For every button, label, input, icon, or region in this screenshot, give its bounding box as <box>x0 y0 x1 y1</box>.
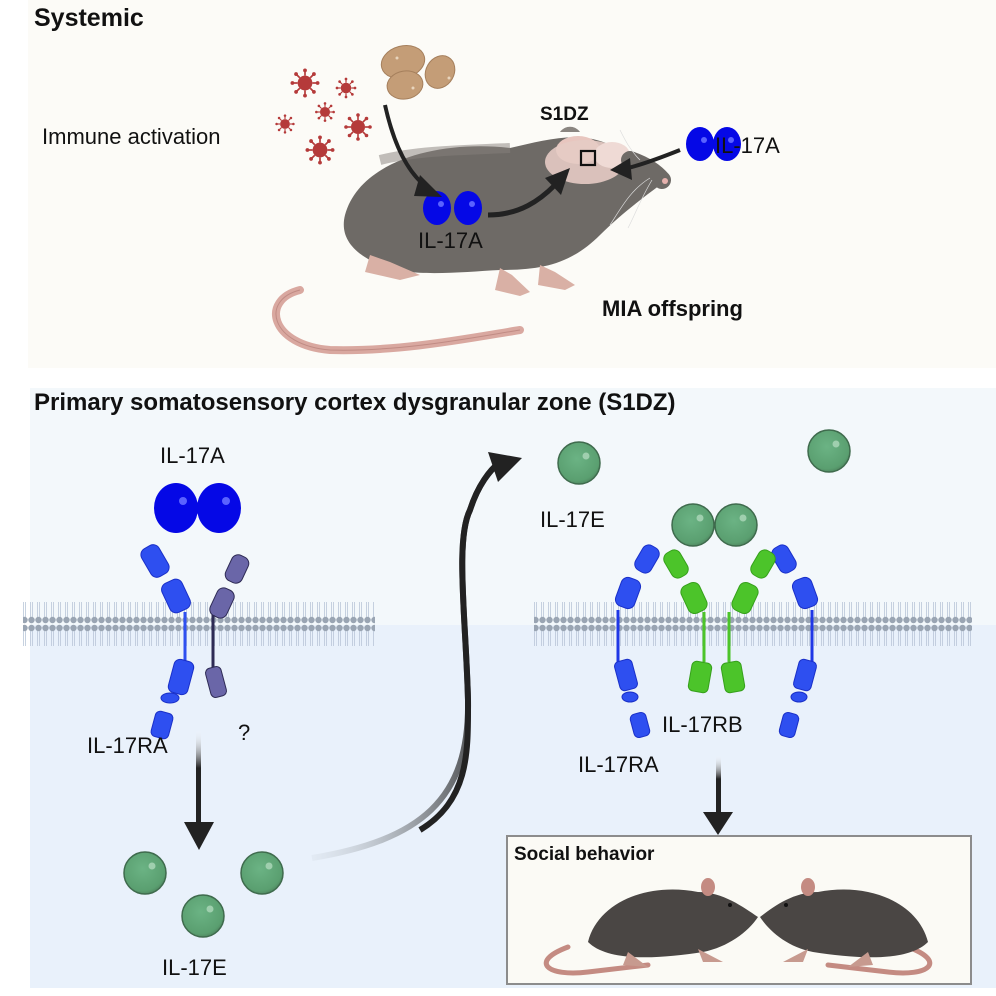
virus-icon <box>335 77 357 99</box>
immune-activation-label: Immune activation <box>42 124 221 149</box>
downregulation-arrow <box>196 730 201 825</box>
il17e-free <box>557 441 601 485</box>
cell-membrane-right <box>534 600 972 648</box>
bacteria-cells <box>380 45 456 100</box>
il17rb-receptor-a <box>663 549 713 694</box>
il17a-body-label: IL-17A <box>418 228 483 253</box>
il17ra-receptor-left <box>140 544 195 740</box>
mia-offspring-label: MIA offspring <box>602 296 743 321</box>
il17e-released-cluster <box>123 851 284 938</box>
il17a-dimer-ligand <box>154 483 241 533</box>
secretion-arrow <box>311 459 502 861</box>
il17rb-receptor-b <box>720 549 776 694</box>
social-behavior-box <box>506 835 972 985</box>
unknown-partner-label: ? <box>238 720 251 745</box>
virus-icon <box>289 67 321 99</box>
virus-icon <box>274 113 296 135</box>
il17e-free <box>807 429 851 473</box>
il17e-top-label: IL-17E <box>540 507 605 532</box>
il17ra-left-label: IL-17RA <box>87 733 168 758</box>
il17ra-receptor-right-a <box>614 544 660 739</box>
s1dz-label: S1DZ <box>540 104 589 125</box>
il17e-released-label: IL-17E <box>162 955 227 980</box>
il17a-brain-label: IL-17A <box>715 133 780 158</box>
social-mice-illustration <box>543 878 933 976</box>
s1dz-title: Primary somatosensory cortex dysgranular… <box>34 389 676 416</box>
systemic-title: Systemic <box>34 4 144 32</box>
cell-membrane-left <box>23 600 375 648</box>
il17ra-right-label: IL-17RA <box>578 752 659 777</box>
il17ra-receptor-right-b <box>771 544 819 739</box>
signaling-arrow <box>716 755 721 815</box>
body-to-brain-arrow <box>487 183 557 218</box>
virus-icon <box>304 134 336 166</box>
virus-icon <box>314 101 336 123</box>
mia-mouse-illustration <box>272 126 671 355</box>
virus-particles <box>274 67 373 166</box>
il17a-ligand-label: IL-17A <box>160 443 225 468</box>
il17rb-label: IL-17RB <box>662 712 743 737</box>
unknown-receptor <box>205 554 250 698</box>
s1dz-region-marker <box>579 149 597 167</box>
virus-icon <box>343 112 373 142</box>
il17e-dimer-bound <box>671 503 758 547</box>
circulation-to-brain-arrow <box>627 148 681 170</box>
social-behavior-label: Social behavior <box>514 844 655 865</box>
